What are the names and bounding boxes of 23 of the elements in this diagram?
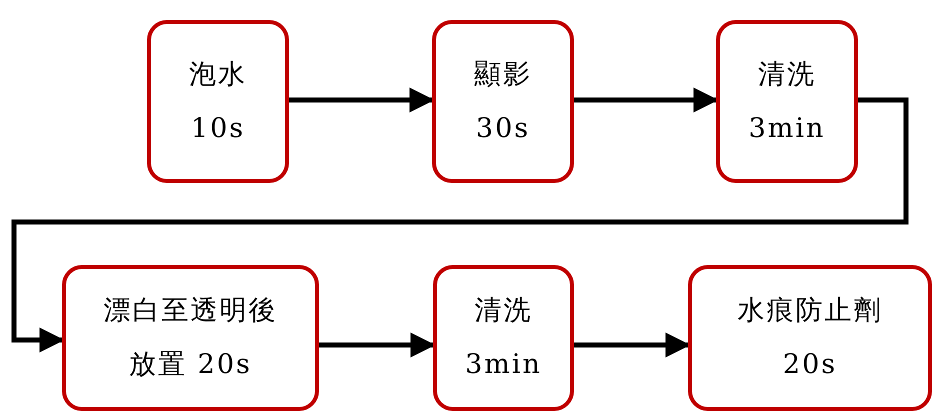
step-name: 泡水 — [189, 58, 247, 90]
process-box — [433, 265, 574, 411]
step-name: 漂白至透明後 — [104, 295, 278, 327]
process-box — [147, 20, 289, 183]
step-name: 顯影 — [474, 58, 532, 90]
process-box — [716, 20, 858, 183]
process-box — [432, 20, 574, 183]
duration: 30s — [476, 112, 530, 144]
step-name: 清洗 — [474, 295, 532, 327]
process-box — [688, 265, 932, 411]
arrow — [574, 332, 690, 358]
duration: 放置 20s — [129, 349, 252, 381]
duration: 10s — [190, 112, 246, 144]
step-name: 水痕防止劑 — [738, 295, 882, 327]
arrow — [289, 88, 434, 112]
step-name: 清洗 — [758, 58, 816, 90]
duration: 3min — [465, 349, 542, 381]
duration: 3min — [748, 112, 826, 144]
arrow — [319, 332, 436, 358]
process-box — [62, 265, 319, 411]
arrow — [12, 98, 908, 352]
duration: 20s — [782, 349, 838, 381]
arrow — [574, 88, 718, 112]
